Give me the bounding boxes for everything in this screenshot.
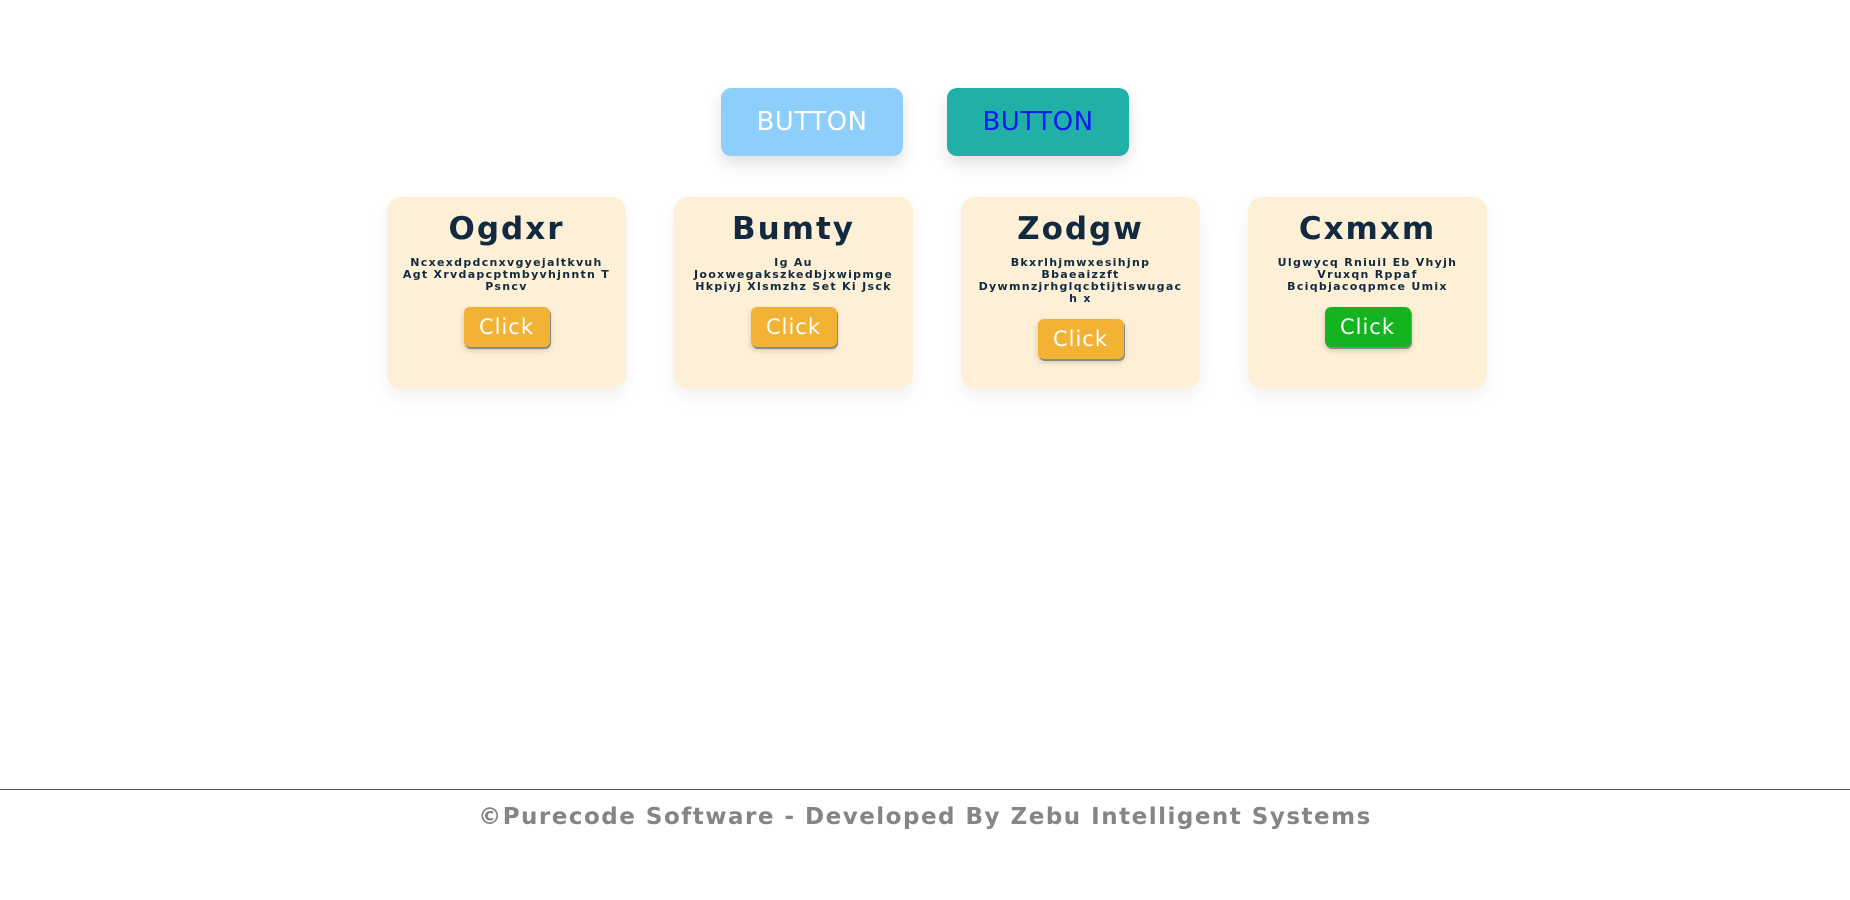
card-title: Bumty — [731, 211, 856, 247]
card-click-button[interactable]: Click — [1324, 307, 1411, 347]
top-button-group: BUTTON BUTTON — [0, 88, 1850, 156]
light-blue-button[interactable]: BUTTON — [721, 88, 903, 156]
footer-copyright: ©Purecode Software - Developed By Zebu I… — [478, 804, 1372, 830]
footer-divider — [0, 789, 1850, 790]
card-click-button[interactable]: Click — [463, 307, 550, 347]
card: Bumty Ig Au Jooxwegakszkedbjxwipmge Hkpi… — [674, 197, 913, 389]
card: Cxmxm Ulgwycq Rniuil Eb Vhyjh Vruxqn Rpp… — [1248, 197, 1487, 389]
teal-button[interactable]: BUTTON — [947, 88, 1129, 156]
card-text: Ncxexdpdcnxvgyejaltkvuh Agt Xrvdapcptmby… — [402, 256, 611, 293]
card-click-button[interactable]: Click — [750, 307, 837, 347]
card-click-button[interactable]: Click — [1037, 319, 1124, 359]
card-title: Zodgw — [1017, 211, 1144, 247]
card-text: Bkxrlhjmwxesihjnp Bbaeaizzft Dywmnzjrhgl… — [978, 256, 1183, 305]
card-text: Ig Au Jooxwegakszkedbjxwipmge Hkpiyj Xls… — [693, 256, 894, 293]
card: Ogdxr Ncxexdpdcnxvgyejaltkvuh Agt Xrvdap… — [387, 197, 626, 389]
card-title: Ogdxr — [448, 211, 565, 247]
card-title: Cxmxm — [1298, 211, 1437, 247]
card-text: Ulgwycq Rniuil Eb Vhyjh Vruxqn Rppaf Bci… — [1277, 256, 1458, 293]
card-grid: Ogdxr Ncxexdpdcnxvgyejaltkvuh Agt Xrvdap… — [387, 197, 1487, 389]
card: Zodgw Bkxrlhjmwxesihjnp Bbaeaizzft Dywmn… — [961, 197, 1200, 389]
